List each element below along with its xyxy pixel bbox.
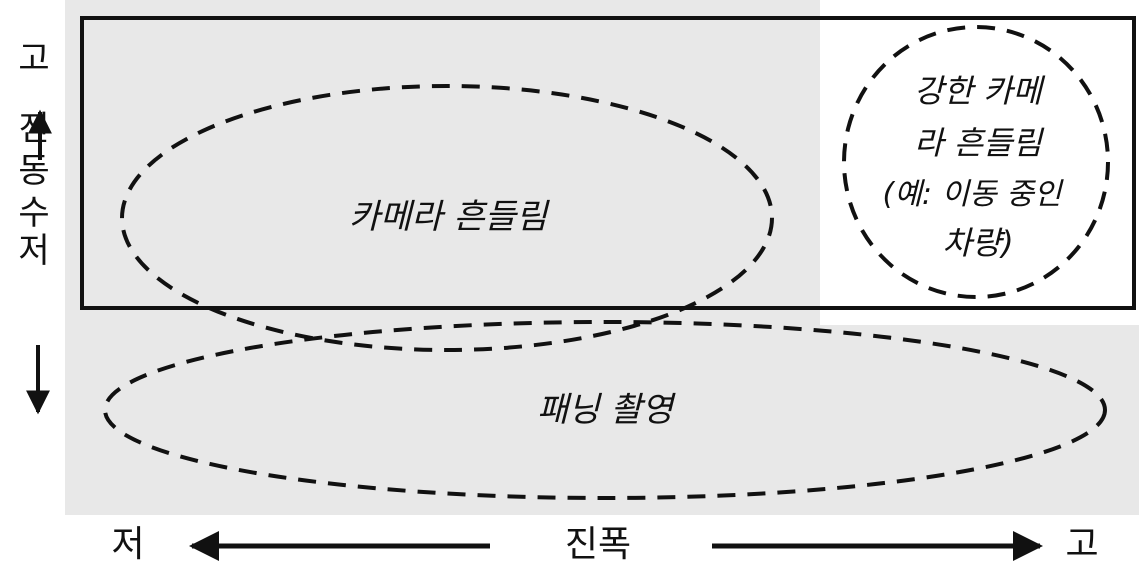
camera-shake-label: 카메라 흔들림 <box>349 197 550 237</box>
strong-shake-line-4: 차량) <box>942 224 1013 262</box>
camera-shake-ellipse <box>120 84 774 352</box>
strong-shake-line-2: 라 흔들림 <box>914 124 1044 162</box>
shaded-region-lower <box>65 325 1139 515</box>
high-frequency-box <box>80 16 1136 310</box>
strong-shake-ellipse <box>842 25 1110 299</box>
y-axis-high-label: 고 <box>18 39 49 79</box>
y-axis-low-label: 저 <box>18 231 49 271</box>
y-axis-label-char-1: 진 <box>18 109 49 149</box>
x-axis-low-label: 저 <box>111 524 144 564</box>
shaded-region-upper <box>65 0 820 325</box>
strong-shake-line-1: 강한 카메 <box>914 72 1045 110</box>
y-axis-label-char-2: 동 <box>18 151 49 191</box>
x-axis-high-label: 고 <box>1065 524 1098 564</box>
panning-ellipse <box>103 320 1107 500</box>
y-axis-label-char-3: 수 <box>18 193 49 233</box>
panning-label: 패닝 촬영 <box>537 390 677 430</box>
strong-shake-line-3: (예: 이동 중인 <box>883 177 1064 212</box>
x-axis-label: 진폭 <box>565 524 631 564</box>
